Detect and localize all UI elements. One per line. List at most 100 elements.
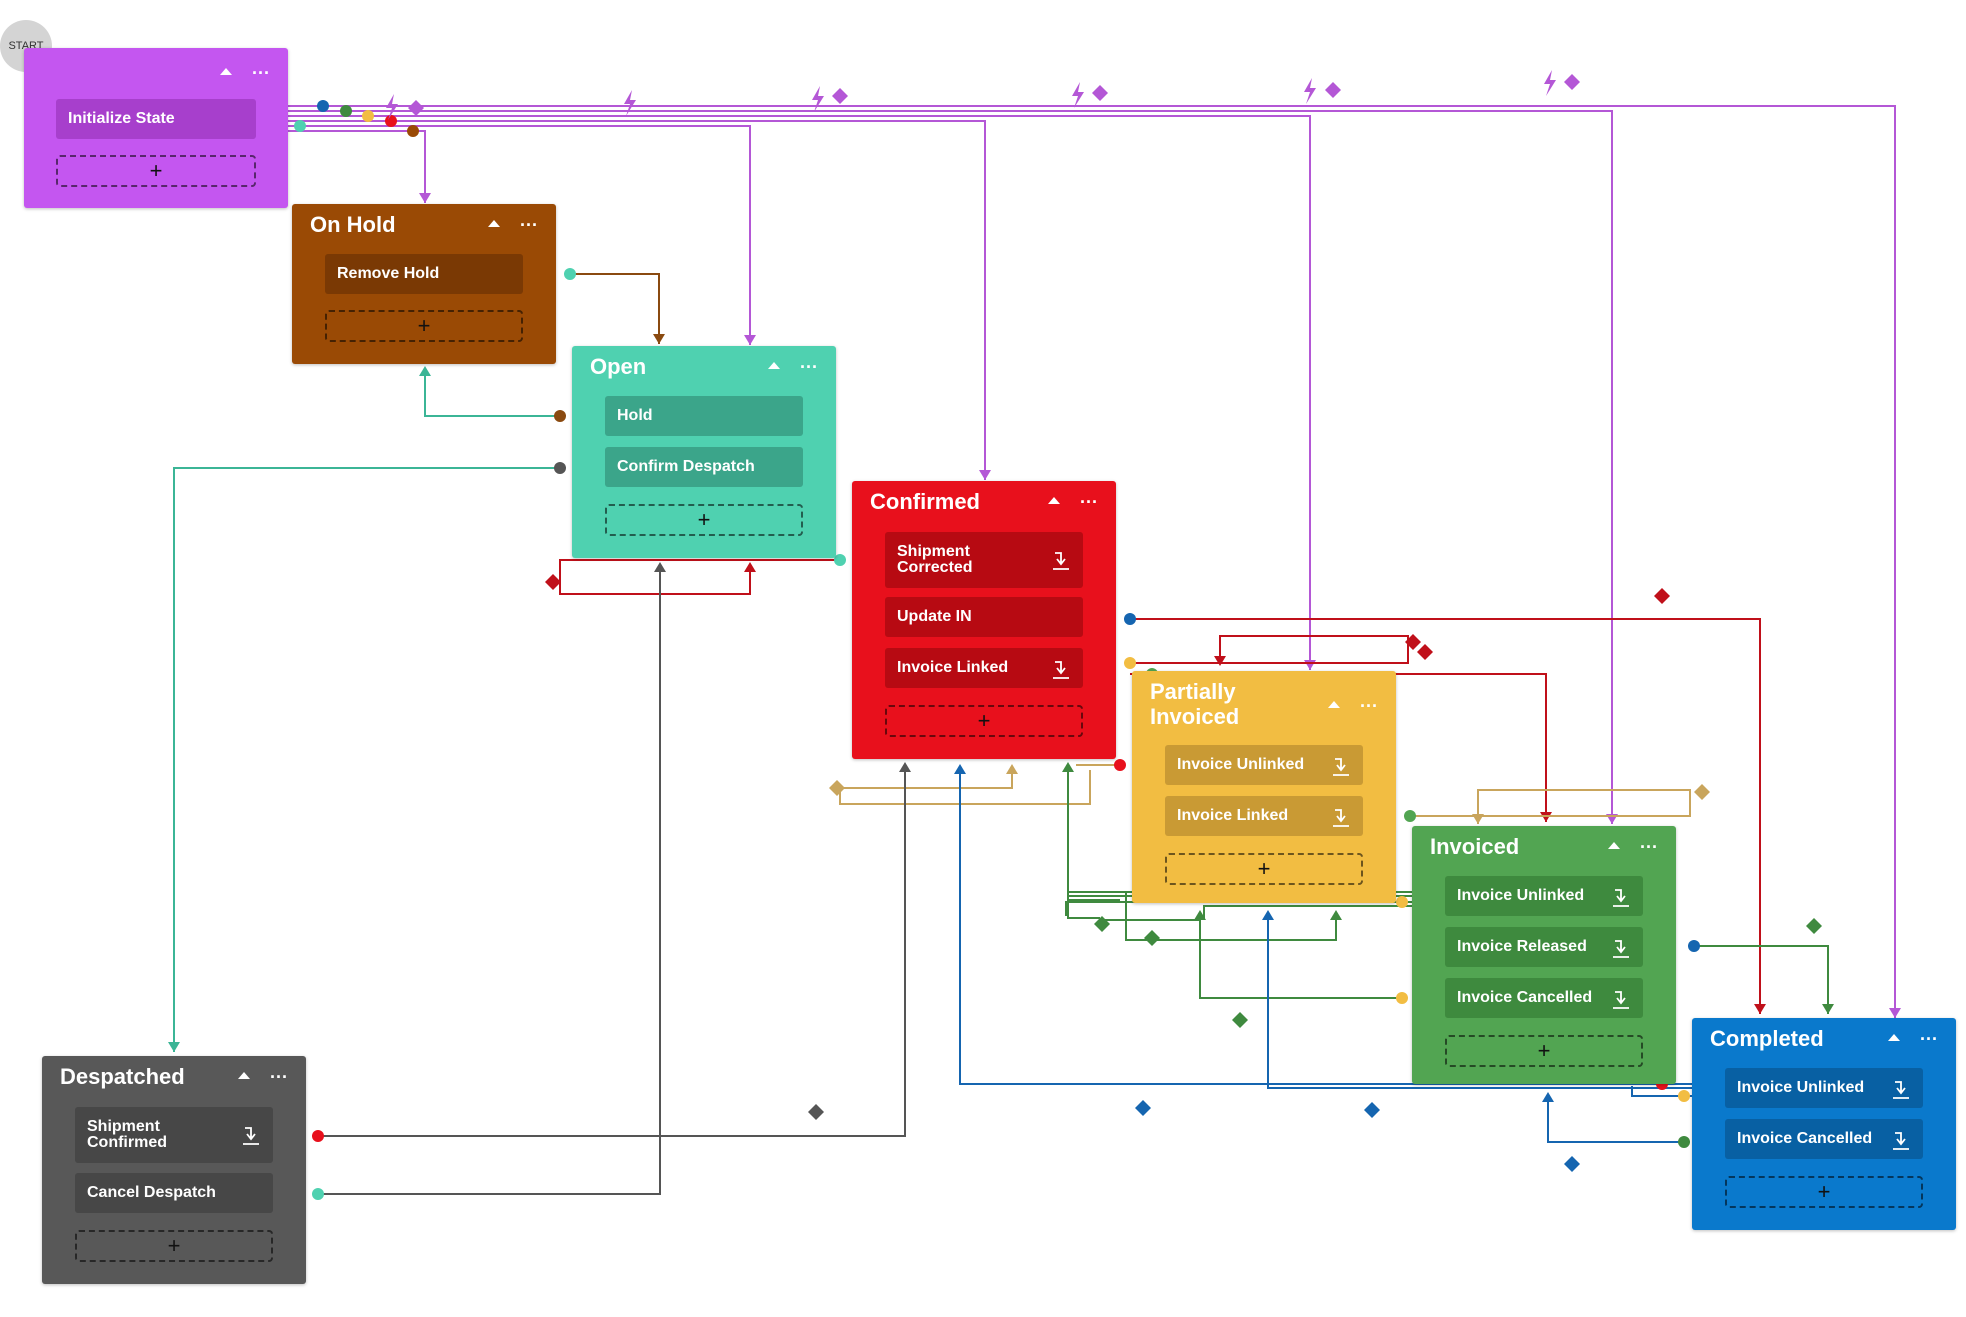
transition-update-in[interactable]: Update IN bbox=[885, 597, 1083, 637]
transition-invoice-unlinked[interactable]: Invoice Unlinked bbox=[1445, 876, 1643, 916]
wire-invoice-released bbox=[1688, 918, 1834, 1014]
state-title: Completed bbox=[1710, 1026, 1824, 1051]
diamond-icon bbox=[408, 100, 424, 116]
transition-invoice-unlinked[interactable]: Invoice Unlinked bbox=[1725, 1068, 1923, 1108]
transition-label: Invoice Unlinked bbox=[1177, 756, 1305, 773]
diamond-icon bbox=[832, 88, 848, 104]
arrow-into-icon bbox=[1053, 552, 1069, 570]
more-icon[interactable]: ... bbox=[520, 210, 539, 230]
state-title: Despatched bbox=[60, 1064, 185, 1089]
port-dot bbox=[317, 100, 329, 112]
add-transition-button[interactable]: + bbox=[75, 1230, 273, 1262]
arrowhead bbox=[979, 470, 991, 480]
caret-up-icon[interactable] bbox=[1888, 1034, 1900, 1041]
transition-label: Shipment Corrected bbox=[897, 543, 973, 576]
state-partially-invoiced[interactable]: Partially Invoiced ... Invoice Unlinked … bbox=[1132, 671, 1396, 903]
port-dot bbox=[407, 125, 419, 137]
transition-label: Initialize State bbox=[68, 110, 175, 127]
caret-up-icon[interactable] bbox=[1048, 497, 1060, 504]
transition-invoice-unlinked[interactable]: Invoice Unlinked bbox=[1165, 745, 1363, 785]
add-transition-button[interactable]: + bbox=[1725, 1176, 1923, 1208]
transition-invoice-linked[interactable]: Invoice Linked bbox=[1165, 796, 1363, 836]
more-icon[interactable]: ... bbox=[252, 58, 271, 78]
state-confirmed[interactable]: Confirmed ... Shipment Corrected Update … bbox=[852, 481, 1116, 759]
add-transition-button[interactable]: + bbox=[1445, 1035, 1643, 1067]
lightning-icon bbox=[812, 86, 824, 112]
transition-remove-hold[interactable]: Remove Hold bbox=[325, 254, 523, 294]
state-title: Partially Invoiced bbox=[1150, 679, 1240, 729]
caret-up-icon[interactable] bbox=[238, 1072, 250, 1079]
transition-cancel-despatch[interactable]: Cancel Despatch bbox=[75, 1173, 273, 1213]
arrowhead bbox=[1606, 814, 1618, 824]
wire-cancel-despatch bbox=[312, 562, 666, 1200]
transition-label: Invoice Released bbox=[1457, 938, 1587, 955]
transition-label: Hold bbox=[617, 407, 653, 424]
transition-label: Invoice Cancelled bbox=[1457, 989, 1593, 1006]
caret-up-icon[interactable] bbox=[220, 68, 232, 75]
arrow-into-icon bbox=[1613, 940, 1629, 958]
diamond-icon bbox=[1092, 85, 1108, 101]
more-icon[interactable]: ... bbox=[1360, 691, 1379, 711]
more-icon[interactable]: ... bbox=[270, 1062, 289, 1082]
init-ports bbox=[294, 100, 419, 137]
arrow-into-icon bbox=[1333, 758, 1349, 776]
port-dot bbox=[340, 105, 352, 117]
arrow-into-icon bbox=[1333, 809, 1349, 827]
transition-shipment-corrected[interactable]: Shipment Corrected bbox=[885, 532, 1083, 588]
wire-invoice-linked-partial bbox=[1404, 784, 1710, 824]
lightning-icon bbox=[386, 94, 398, 120]
transition-invoice-cancelled[interactable]: Invoice Cancelled bbox=[1725, 1119, 1923, 1159]
transition-confirm-despatch[interactable]: Confirm Despatch bbox=[605, 447, 803, 487]
add-transition-button[interactable]: + bbox=[885, 705, 1083, 737]
diamond-icon bbox=[1325, 82, 1341, 98]
add-transition-button[interactable]: + bbox=[605, 504, 803, 536]
lightning-icon bbox=[1072, 82, 1084, 108]
lightning-icon bbox=[1544, 70, 1556, 96]
add-transition-button[interactable]: + bbox=[56, 155, 256, 187]
arrowhead bbox=[1304, 660, 1316, 670]
lightning-icon bbox=[624, 90, 636, 116]
arrow-into-icon bbox=[1893, 1132, 1909, 1150]
diamond-icon bbox=[1564, 74, 1580, 90]
caret-up-icon[interactable] bbox=[768, 362, 780, 369]
arrow-into-icon bbox=[1613, 991, 1629, 1009]
more-icon[interactable]: ... bbox=[800, 352, 819, 372]
arrow-into-icon bbox=[1893, 1081, 1909, 1099]
wire-invoice-cancelled-invoiced bbox=[1199, 914, 1408, 1028]
transition-label: Shipment Confirmed bbox=[87, 1118, 167, 1151]
state-title: On Hold bbox=[310, 212, 396, 237]
more-icon[interactable]: ... bbox=[1080, 487, 1099, 507]
add-transition-button[interactable]: + bbox=[1165, 853, 1363, 885]
transition-hold[interactable]: Hold bbox=[605, 396, 803, 436]
arrow-into-icon bbox=[243, 1127, 259, 1145]
add-transition-button[interactable]: + bbox=[325, 310, 523, 342]
caret-up-icon[interactable] bbox=[488, 220, 500, 227]
state-invoiced[interactable]: Invoiced ... Invoice Unlinked Invoice Re… bbox=[1412, 826, 1676, 1084]
state-on-hold[interactable]: On Hold ... Remove Hold + bbox=[292, 204, 556, 364]
port-dot bbox=[362, 110, 374, 122]
wire-invoice-unlinked-partial bbox=[829, 759, 1126, 805]
trigger-markers bbox=[386, 70, 1580, 120]
transition-shipment-confirmed[interactable]: Shipment Confirmed bbox=[75, 1107, 273, 1163]
transition-invoice-cancelled[interactable]: Invoice Cancelled bbox=[1445, 978, 1643, 1018]
state-initialize[interactable]: ... Initialize State + bbox=[24, 48, 288, 208]
arrow-into-icon bbox=[1613, 889, 1629, 907]
arrowhead bbox=[744, 335, 756, 345]
state-title: Confirmed bbox=[870, 489, 980, 514]
transition-initialize-state[interactable]: Initialize State bbox=[56, 99, 256, 139]
transition-label: Invoice Linked bbox=[897, 659, 1009, 676]
state-open[interactable]: Open ... Hold Confirm Despatch + bbox=[572, 346, 836, 558]
state-completed[interactable]: Completed ... Invoice Unlinked Invoice C… bbox=[1692, 1018, 1956, 1230]
transition-invoice-released[interactable]: Invoice Released bbox=[1445, 927, 1643, 967]
wire-remove-hold bbox=[564, 268, 665, 344]
state-despatched[interactable]: Despatched ... Shipment Confirmed Cancel… bbox=[42, 1056, 306, 1284]
port-dot bbox=[294, 120, 306, 132]
more-icon[interactable]: ... bbox=[1920, 1024, 1939, 1044]
transition-invoice-linked[interactable]: Invoice Linked bbox=[885, 648, 1083, 688]
wire-hold bbox=[419, 366, 566, 422]
arrowhead bbox=[1889, 1008, 1901, 1018]
caret-up-icon[interactable] bbox=[1328, 701, 1340, 708]
more-icon[interactable]: ... bbox=[1640, 832, 1659, 852]
transition-label: Invoice Unlinked bbox=[1737, 1079, 1865, 1096]
caret-up-icon[interactable] bbox=[1608, 842, 1620, 849]
